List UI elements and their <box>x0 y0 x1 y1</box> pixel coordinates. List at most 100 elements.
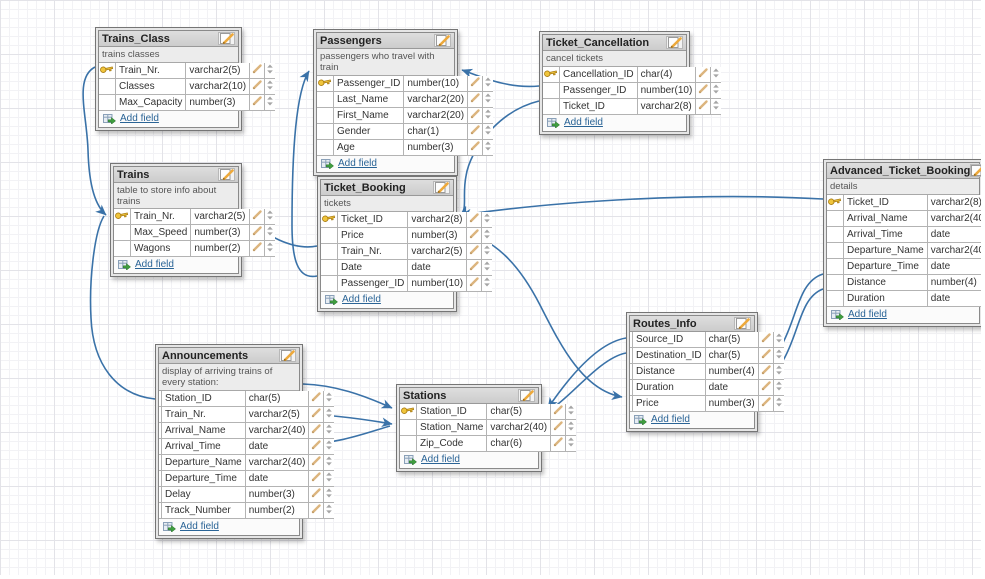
table-trains_class[interactable]: Trains_Class trains classes Train_Nr. va… <box>95 27 276 131</box>
primary-key-cell[interactable] <box>827 290 844 307</box>
sort-field-icon[interactable] <box>481 275 493 292</box>
field-name[interactable]: Classes <box>114 78 187 95</box>
primary-key-cell[interactable] <box>543 82 560 99</box>
sort-field-icon[interactable] <box>772 347 784 364</box>
field-type[interactable]: number(4) <box>704 363 759 380</box>
field-name[interactable]: Passenger_ID <box>332 76 405 92</box>
edit-field-icon[interactable] <box>550 404 567 420</box>
edit-field-icon[interactable] <box>308 438 325 455</box>
field-type[interactable]: varchar2(40) <box>244 422 310 439</box>
field-type[interactable]: char(6) <box>486 435 552 452</box>
sort-field-icon[interactable] <box>710 82 722 99</box>
sort-field-icon[interactable] <box>264 94 276 111</box>
table-announcements[interactable]: Announcements display of arriving trains… <box>155 344 335 539</box>
field-name[interactable]: Station_ID <box>415 404 488 420</box>
primary-key-cell[interactable] <box>317 76 334 92</box>
primary-key-cell[interactable] <box>321 212 338 228</box>
sort-field-icon[interactable] <box>323 422 335 439</box>
primary-key-cell[interactable] <box>827 195 844 211</box>
edit-field-icon[interactable] <box>466 243 483 260</box>
primary-key-cell[interactable] <box>827 210 844 227</box>
field-type[interactable]: char(4) <box>636 67 697 83</box>
primary-key-cell[interactable] <box>114 224 131 241</box>
primary-key-cell[interactable] <box>400 419 417 436</box>
field-type[interactable]: date <box>244 470 310 487</box>
field-name[interactable]: Gender <box>332 123 405 140</box>
field-row[interactable]: Departure_Name varchar2(40) <box>827 242 981 259</box>
field-name[interactable]: Arrival_Time <box>843 226 928 243</box>
field-type[interactable]: varchar2(20) <box>403 91 469 108</box>
sort-field-icon[interactable] <box>481 212 493 228</box>
field-name[interactable]: Age <box>332 139 405 156</box>
add-field-link[interactable]: Add field <box>135 259 174 270</box>
table-header[interactable]: Announcements <box>159 348 299 364</box>
field-name[interactable]: Departure_Name <box>843 242 928 259</box>
field-row[interactable]: Arrival_Time date <box>159 438 335 455</box>
field-name[interactable]: Max_Speed <box>129 224 192 241</box>
edit-field-icon[interactable] <box>466 212 483 228</box>
edit-field-icon[interactable] <box>249 63 266 79</box>
sort-field-icon[interactable] <box>323 502 335 519</box>
edit-field-icon[interactable] <box>467 91 484 108</box>
add-field-link[interactable]: Add field <box>120 113 159 124</box>
field-name[interactable]: Passenger_ID <box>559 82 638 99</box>
table-stations[interactable]: Stations Station_ID char(5) Station_Name… <box>396 384 577 472</box>
field-name[interactable]: Last_Name <box>332 91 405 108</box>
field-type[interactable]: number(4) <box>926 274 981 291</box>
field-name[interactable]: Train_Nr. <box>129 209 192 225</box>
primary-key-cell[interactable] <box>827 242 844 259</box>
edit-field-icon[interactable] <box>550 419 567 436</box>
field-row[interactable]: Zip_Code char(6) <box>400 435 577 452</box>
edit-table-icon[interactable] <box>218 32 235 45</box>
field-row[interactable]: Distance number(4) <box>630 363 784 380</box>
field-type[interactable]: number(3) <box>244 486 310 503</box>
sort-field-icon[interactable] <box>323 406 335 423</box>
primary-key-cell[interactable] <box>99 78 116 95</box>
field-type[interactable]: number(10) <box>407 275 468 292</box>
primary-key-cell[interactable] <box>317 91 334 108</box>
field-name[interactable]: Ticket_ID <box>336 212 409 228</box>
sort-field-icon[interactable] <box>263 240 275 257</box>
field-type[interactable]: number(3) <box>704 395 759 412</box>
edit-table-icon[interactable] <box>279 349 296 362</box>
field-type[interactable]: varchar2(8) <box>926 195 981 211</box>
field-type[interactable]: date <box>926 226 981 243</box>
connection-announcements-station-id-to-stations-station-id[interactable] <box>302 383 393 409</box>
field-row[interactable]: Duration date <box>630 379 784 396</box>
primary-key-cell[interactable] <box>400 404 417 420</box>
field-row[interactable]: Departure_Time date <box>159 470 335 487</box>
add-field-link[interactable]: Add field <box>848 309 887 320</box>
sort-field-icon[interactable] <box>264 78 276 95</box>
table-header[interactable]: Ticket_Cancellation <box>543 35 686 51</box>
table-header[interactable]: Ticket_Booking <box>321 180 453 196</box>
field-row[interactable]: Station_ID char(5) <box>400 404 577 420</box>
sort-field-icon[interactable] <box>263 209 275 225</box>
edit-field-icon[interactable] <box>308 454 325 471</box>
primary-key-cell[interactable] <box>321 275 338 292</box>
field-row[interactable]: Last_Name varchar2(20) <box>317 91 494 108</box>
field-row[interactable]: Distance number(4) <box>827 274 981 291</box>
field-type[interactable]: varchar2(40) <box>244 454 310 471</box>
field-name[interactable]: Max_Capacity <box>114 94 187 111</box>
field-name[interactable]: Duration <box>632 379 706 396</box>
field-type[interactable]: varchar2(5) <box>190 209 250 225</box>
field-name[interactable]: Distance <box>843 274 928 291</box>
field-row[interactable]: Max_Capacity number(3) <box>99 94 276 111</box>
sort-field-icon[interactable] <box>482 107 494 124</box>
field-row[interactable]: Age number(3) <box>317 139 494 156</box>
primary-key-cell[interactable] <box>543 67 560 83</box>
primary-key-cell[interactable] <box>827 274 844 291</box>
field-name[interactable]: Distance <box>632 363 706 380</box>
table-header[interactable]: Trains <box>114 167 238 183</box>
field-row[interactable]: Destination_ID char(5) <box>630 347 784 364</box>
field-name[interactable]: Zip_Code <box>415 435 488 452</box>
field-type[interactable]: number(10) <box>403 76 469 92</box>
field-row[interactable]: Ticket_ID varchar2(8) <box>827 195 981 211</box>
field-name[interactable]: Departure_Name <box>161 454 246 471</box>
field-name[interactable]: Station_ID <box>161 391 246 407</box>
connection-routes-info-destination-id-to-stations-station-id[interactable] <box>549 352 627 411</box>
primary-key-cell[interactable] <box>321 259 338 276</box>
add-field-link[interactable]: Add field <box>180 521 219 532</box>
field-type[interactable]: number(3) <box>407 227 468 244</box>
